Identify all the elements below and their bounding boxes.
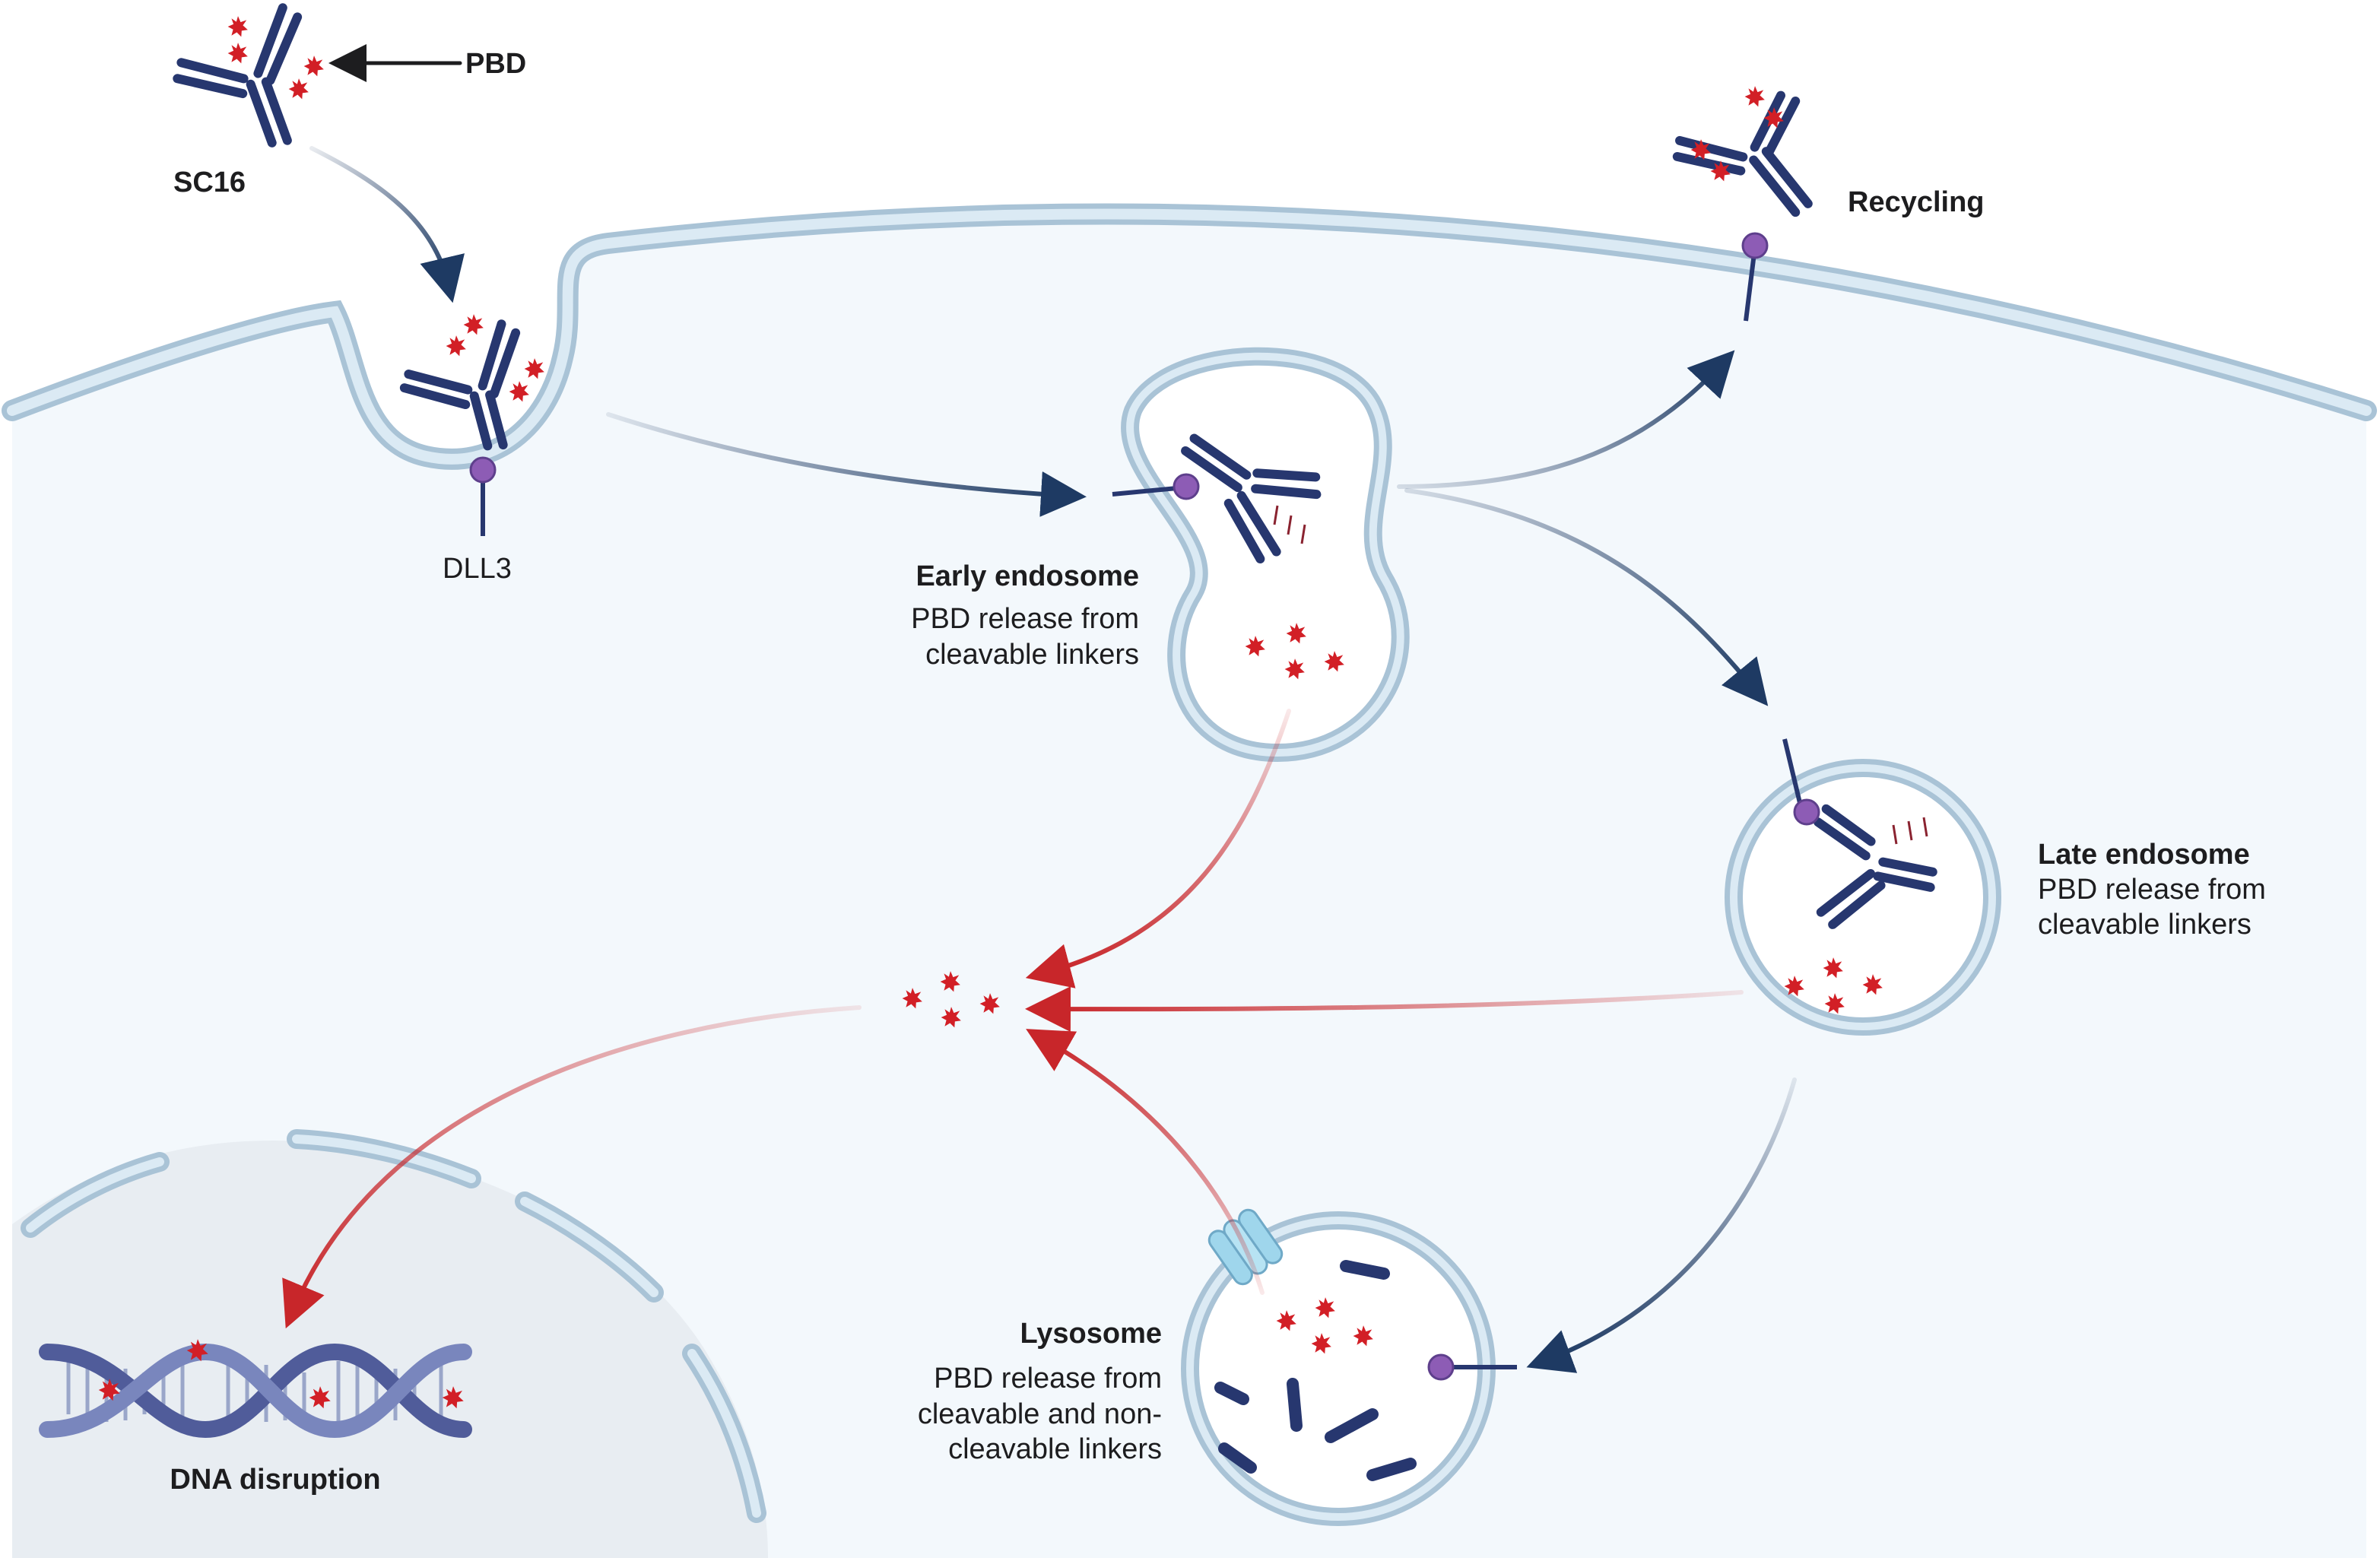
antibody-fragments [1214,1260,1417,1481]
lysosome-desc-1: PBD release from [934,1363,1162,1395]
arrow-recycling [1397,350,1735,489]
early-endosome-desc-1: PBD release from [911,603,1139,635]
nucleus [12,1141,768,1558]
arrow-internalization [606,412,1087,517]
trafficking-arrows [282,44,1797,1373]
arrow-release-lysosome [1026,1029,1265,1295]
lysosome-desc-2: cleavable and non- [918,1398,1162,1430]
late-endosome-desc-2: cleavable linkers [2038,909,2251,941]
arrow-binding [309,146,465,303]
late-endosome-desc-1: PBD release from [2038,874,2266,906]
arrow-to-lysosome [1526,1077,1797,1373]
endosome-antibody [1112,433,1322,564]
lysosome-title: Lysosome [1020,1318,1162,1350]
cytoplasm [12,214,2366,1558]
dll3-receptor-icon [469,456,497,484]
recycling-label: Recycling [1848,186,1985,218]
sc16-label: SC16 [173,167,246,198]
arrow-to-dna [282,1005,862,1329]
arrow-release-early [1025,709,1291,988]
early-endosome-desc-2: cleavable linkers [925,639,1139,671]
pbd-label: PBD [465,48,526,80]
dna-disruption-label: DNA disruption [170,1464,380,1496]
dll3-label: DLL3 [443,553,512,585]
late-endosome-title: Late endosome [2038,839,2250,871]
arrow-release-late [1025,986,1744,1033]
recycled-antibody [1672,86,1813,322]
bound-antibody [399,314,544,536]
lysosome-receptor [1427,1353,1517,1381]
arrow-maturation [1404,488,1769,706]
dna-helix-icon [39,1339,472,1439]
lysosome-desc-3: cleavable linkers [948,1433,1162,1465]
antibody-icon [173,3,303,148]
early-endosome-title: Early endosome [916,560,1139,592]
late-endosome-antibody [1782,738,1937,929]
nuclear-envelope [21,1129,766,1523]
